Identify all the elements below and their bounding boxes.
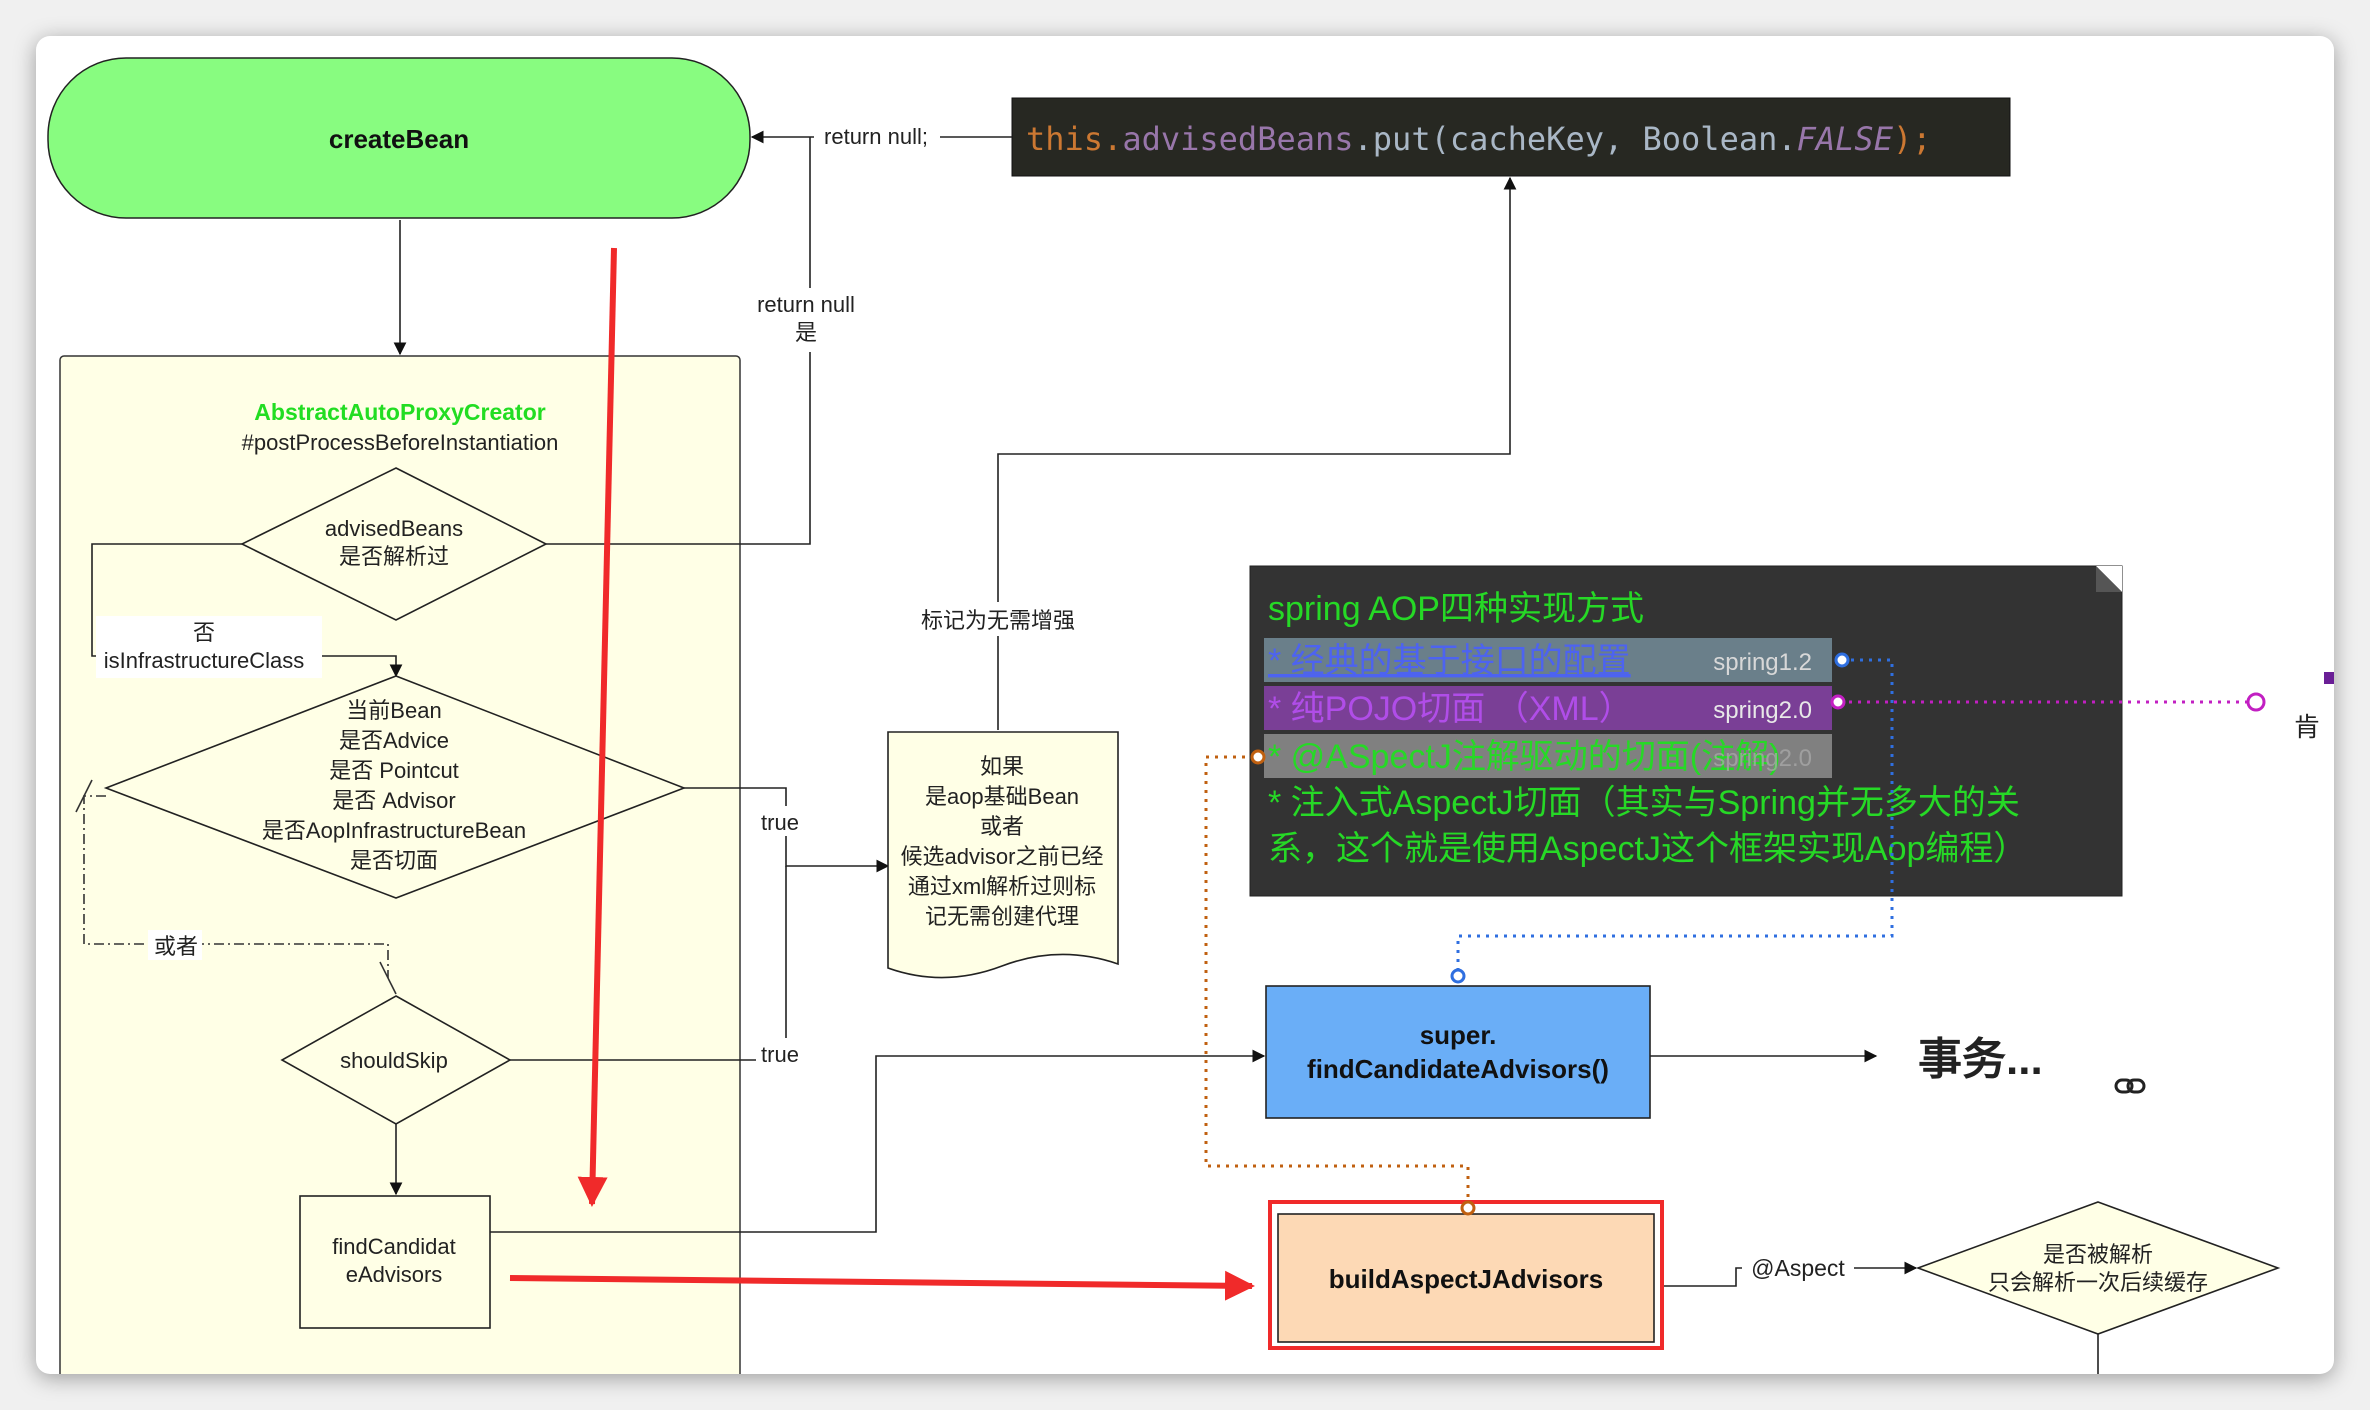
code-snippet-box[interactable]	[1011, 97, 2011, 177]
decision-advised-line-1: advisedBeans	[325, 516, 463, 541]
red-arrow-down	[577, 247, 617, 1207]
dotted-link-blue-start[interactable]	[1834, 652, 1850, 668]
edge-find-to-super	[490, 1049, 1266, 1233]
container-title: AbstractAutoProxyCreator	[254, 399, 545, 425]
aop-note-title: spring AOP四种实现方式	[1268, 590, 1644, 628]
edge-label-mark-no-enhance: 标记为无需增强	[921, 608, 1075, 633]
edge-advised-no	[91, 543, 403, 678]
code-snippet: this.advisedBeans.put(cacheKey, Boolean.…	[1026, 120, 1931, 158]
decision-parsed-line-1: 是否被解析	[2043, 1242, 2153, 1267]
red-arrow-right	[509, 1270, 1255, 1301]
process-find-candidate-advisors[interactable]	[299, 1195, 491, 1329]
edge-label-true-1: true	[761, 810, 799, 835]
dotted-link-orange-start[interactable]	[1250, 749, 1266, 765]
edge-label-aspect: @Aspect	[1751, 1255, 1845, 1281]
right-edge-label: 肯	[2294, 712, 2320, 742]
aop-note-item-2-tag: spring2.0	[1713, 697, 1812, 724]
dotted-link-blue-end[interactable]	[1450, 968, 1466, 984]
diagram-frame: AbstractAutoProxyCreator #postProcessBef…	[36, 36, 2334, 1374]
decision-should-skip[interactable]	[280, 995, 512, 1125]
decision-infra-line-4: 是否 Advisor	[332, 788, 455, 813]
aop-note-item-1-tag: spring1.2	[1713, 649, 1812, 676]
edge-or-dashdot	[83, 795, 389, 978]
super-find-candidate-advisors[interactable]	[1265, 985, 1651, 1119]
decision-infra-line-6: 是否切面	[350, 848, 438, 873]
super-find-line-2: findCandidateAdvisors()	[1307, 1054, 1609, 1084]
aop-note-item-3-tag: spring2.0	[1713, 745, 1812, 772]
aop-note-item-3: * @ASpectJ注解驱动的切面(注解)	[1268, 738, 1780, 776]
edge-advised-return-null	[546, 137, 811, 545]
aop-note-item-1-bar	[1264, 638, 1832, 682]
dotted-link-orange-end[interactable]	[1460, 1200, 1476, 1216]
edge-document-to-code	[997, 176, 1517, 730]
aop-note-item-4-line-2: 系，这个就是使用AspectJ这个框架实现Aop编程）	[1268, 830, 2027, 868]
right-edge-mark	[2324, 672, 2334, 684]
document-line-3: 或者	[980, 814, 1024, 839]
document-no-proxy-note[interactable]	[887, 731, 1119, 979]
decision-parsed-line-2: 只会解析一次后续缓存	[1988, 1270, 2208, 1295]
dotted-link-magenta-end[interactable]	[2246, 692, 2266, 712]
dotted-link-magenta-start[interactable]	[1830, 694, 1846, 710]
process-find-line-2: eAdvisors	[346, 1262, 443, 1287]
decision-advised-line-2: 是否解析过	[339, 544, 449, 569]
dotted-link-spring12-super	[1456, 658, 1894, 970]
edge-or-tick-2	[379, 961, 397, 995]
build-aspectj-advisors[interactable]	[1277, 1213, 1655, 1343]
edge-label-is-infra-class: isInfrastructureClass	[104, 648, 305, 673]
decision-infra-line-5: 是否AopInfrastructureBean	[262, 818, 526, 843]
edge-label-true-2: true	[761, 1042, 799, 1067]
edge-or-tick-1	[75, 779, 93, 813]
link-icon[interactable]	[2114, 1078, 2146, 1094]
document-line-5: 通过xml解析过则标	[908, 874, 1096, 899]
create-bean-node[interactable]	[47, 57, 751, 219]
document-line-2: 是aop基础Bean	[925, 784, 1079, 809]
transaction-label: 事务...	[1918, 1035, 2043, 1084]
flow-diagram: AbstractAutoProxyCreator #postProcessBef…	[47, 57, 2334, 1374]
aop-note-item-3-bar	[1264, 734, 1832, 778]
document-line-1: 如果	[980, 754, 1024, 779]
decision-parsed-cache[interactable]	[1915, 1201, 2281, 1335]
decision-advised-beans[interactable]	[240, 467, 548, 621]
edge-label-return-null-is-1: return null	[757, 292, 855, 317]
aop-note-item-1: * 经典的基于接口的配置	[1268, 642, 1631, 680]
create-bean-label: createBean	[329, 124, 469, 154]
edge-label-or: 或者	[154, 934, 198, 959]
decision-infra-line-2: 是否Advice	[339, 728, 449, 753]
edge-label-return-null-is-2: 是	[795, 320, 817, 345]
aop-note-item-4-line-1: * 注入式AspectJ切面（其实与Spring并无多大的关	[1268, 784, 2020, 822]
process-find-line-1: findCandidat	[332, 1234, 456, 1259]
super-find-line-1: super.	[1420, 1020, 1497, 1050]
decision-infra-line-1: 当前Bean	[346, 698, 441, 723]
container-subtitle: #postProcessBeforeInstantiation	[242, 430, 559, 455]
aop-note-item-2: * 纯POJO切面 （XML）	[1268, 690, 1633, 728]
edge-label-return-null: return null;	[824, 124, 928, 149]
decision-infrastructure[interactable]	[103, 675, 687, 899]
dotted-link-annotation-build	[1204, 755, 1470, 1204]
decision-should-skip-label: shouldSkip	[340, 1048, 448, 1073]
aop-note-item-2-bar	[1264, 686, 1832, 730]
document-line-6: 记无需创建代理	[925, 904, 1079, 929]
document-line-4: 候选advisor之前已经	[901, 844, 1104, 869]
build-aspectj-label: buildAspectJAdvisors	[1329, 1264, 1604, 1294]
decision-infra-line-3: 是否 Pointcut	[329, 758, 459, 783]
edge-label-no: 否	[193, 620, 215, 645]
